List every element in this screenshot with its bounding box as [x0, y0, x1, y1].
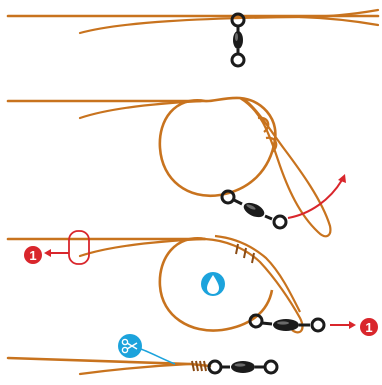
badge-number: 1	[29, 248, 36, 263]
left-arrow-head	[44, 249, 51, 257]
step-1	[6, 8, 380, 68]
pull-arrow	[287, 179, 343, 219]
wraps	[257, 116, 278, 153]
loop	[158, 237, 274, 332]
water-drop-icon	[201, 272, 225, 296]
swivel	[207, 359, 279, 375]
knot	[191, 360, 207, 372]
loop	[158, 96, 277, 198]
doubled-strand	[239, 97, 332, 238]
step-badge: 1	[360, 318, 378, 336]
step-3: 1 1	[6, 230, 378, 336]
doubled-strand-2	[214, 234, 301, 313]
swivel	[230, 12, 246, 68]
tag-line	[78, 99, 207, 120]
hold-marker	[68, 230, 90, 265]
right-arrow-head	[349, 321, 356, 329]
doubled-strand	[204, 237, 304, 334]
swivel	[248, 313, 326, 333]
pull-arrow-head	[338, 174, 346, 183]
tag-line	[78, 8, 380, 35]
scissors-icon	[118, 334, 142, 358]
tag-line	[78, 362, 192, 376]
wraps	[235, 243, 255, 264]
step-4	[6, 334, 279, 376]
swivel	[220, 189, 288, 230]
tag-line-2	[298, 15, 380, 27]
badge-number: 1	[365, 320, 372, 335]
step-2	[6, 96, 346, 238]
step-badge: 1	[24, 246, 42, 264]
tag-line	[78, 237, 207, 258]
